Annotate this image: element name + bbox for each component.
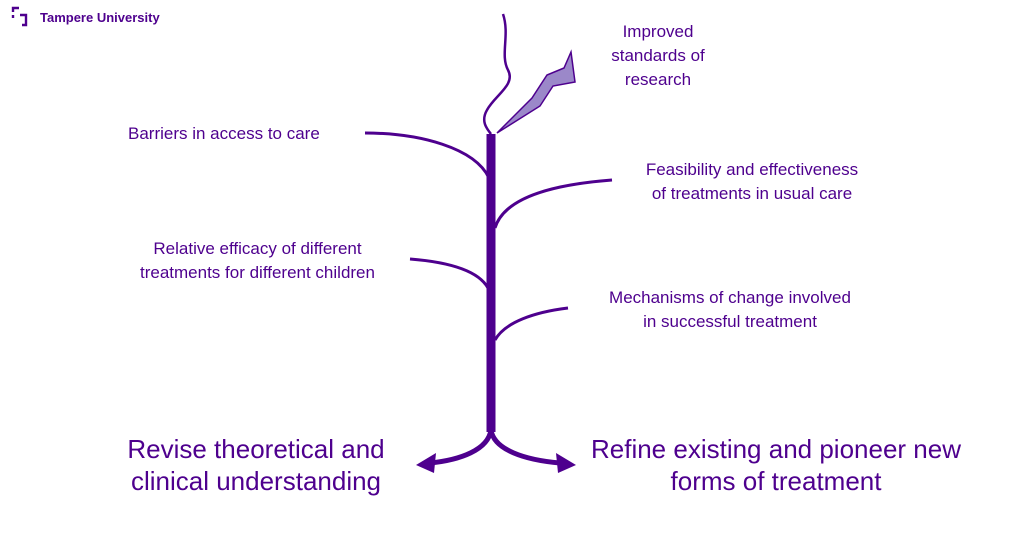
label-feasibility-line2: of treatments in usual care (651, 184, 853, 203)
label-mechanisms: Mechanisms of change involved in success… (572, 286, 888, 334)
label-mechanisms-line2: in successful treatment (643, 312, 817, 331)
logo-text: Tampere University (40, 9, 160, 25)
branch-efficacy (409, 257, 490, 289)
lightning-bolt-icon (496, 49, 576, 134)
label-revise: Revise theoretical and clinical understa… (108, 433, 404, 497)
label-improved-line1: Improved (622, 22, 694, 41)
label-barriers-text: Barriers in access to care (128, 124, 320, 143)
branch-barriers (364, 131, 491, 179)
label-refine-line2: forms of treatment (670, 466, 882, 496)
label-improved-standards: Improved standards of research (598, 20, 718, 92)
label-barriers: Barriers in access to care (128, 122, 320, 146)
label-refine-line1: Refine existing and pioneer new (590, 434, 962, 464)
label-improved-line3: research (624, 70, 692, 89)
arrow-right-head-icon (556, 453, 576, 473)
logo: Tampere University (10, 6, 160, 28)
label-feasibility: Feasibility and effectiveness of treatme… (612, 158, 892, 206)
wavy-root-line (483, 13, 511, 135)
label-refine: Refine existing and pioneer new forms of… (576, 433, 976, 497)
label-revise-line2: clinical understanding (130, 466, 382, 496)
branch-feasibility (493, 178, 613, 229)
tampere-university-logo-icon (11, 6, 28, 27)
label-revise-line1: Revise theoretical and (127, 434, 385, 464)
label-efficacy: Relative efficacy of different treatment… (110, 237, 405, 285)
label-efficacy-line1: Relative efficacy of different (153, 239, 362, 258)
label-mechanisms-line1: Mechanisms of change involved (609, 288, 851, 307)
label-improved-line2: standards of (611, 46, 705, 65)
arrow-right (488, 429, 561, 466)
arrow-left (429, 429, 494, 466)
arrow-left-head-icon (416, 453, 436, 473)
label-feasibility-line1: Feasibility and effectiveness (645, 160, 859, 179)
label-efficacy-line2: treatments for different children (140, 263, 375, 282)
branch-mechanisms (493, 306, 569, 341)
